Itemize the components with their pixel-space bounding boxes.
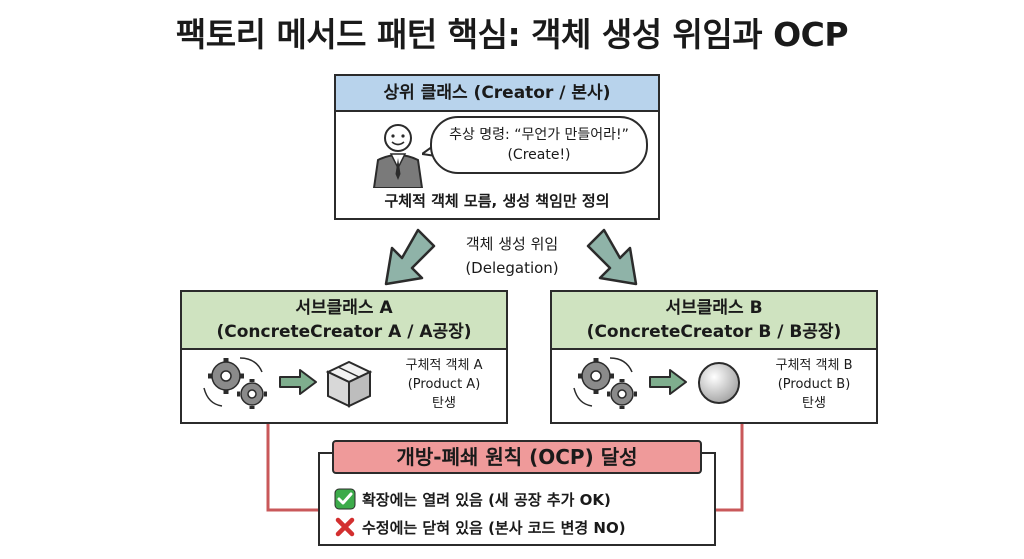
delegation-label: 객체 생성 위임 (Delegation) (437, 232, 587, 280)
speech-bubble: 추상 명령: “무언가 만들어라!” (Create!) (430, 116, 648, 174)
product-a-line2: (Product A) (407, 377, 481, 392)
product-b-line1: 구체적 객체 B (775, 358, 853, 373)
cross-icon (335, 517, 355, 537)
ocp-box: 개방-폐쇄 원칙 (OCP) 달성 확장에는 열려 있음 (새 공장 추가 OK… (318, 440, 716, 546)
delegation-en: (Delegation) (465, 259, 559, 277)
businessman-icon (372, 124, 424, 188)
ocp-header: 개방-폐쇄 원칙 (OCP) 달성 (332, 440, 702, 474)
ocp-open-line: 확장에는 열려 있음 (새 공장 추가 OK) (334, 488, 611, 510)
subclass-b-subtitle: (ConcreteCreator B / B공장) (586, 322, 842, 342)
creator-header: 상위 클래스 (Creator / 본사) (336, 76, 658, 112)
creator-footer: 구체적 객체 모름, 생성 책임만 정의 (384, 192, 610, 210)
product-a-line1: 구체적 객체 A (405, 358, 483, 373)
product-b-line3: 탄생 (802, 396, 826, 411)
right-arrow-icon (279, 369, 317, 395)
bubble-create: (Create!) (507, 147, 571, 163)
delegation-ko: 객체 생성 위임 (465, 235, 559, 253)
down-right-arrow-icon (586, 228, 638, 286)
gears-icon (573, 357, 637, 409)
right-arrow-icon (649, 369, 687, 395)
subclass-a-title: 서브클래스 A (295, 298, 393, 318)
subclass-a-subtitle: (ConcreteCreator A / A공장) (216, 322, 472, 342)
ocp-open-text: 확장에는 열려 있음 (새 공장 추가 OK) (362, 490, 611, 509)
subclass-b-header: 서브클래스 B (ConcreteCreator B / B공장) (552, 292, 876, 350)
check-icon (334, 488, 356, 510)
subclass-a-box: 서브클래스 A (ConcreteCreator A / A공장) 구체적 객체… (180, 290, 508, 424)
product-a-line3: 탄생 (432, 396, 456, 411)
gears-icon (203, 357, 267, 409)
bubble-command: 추상 명령: “무언가 만들어라!” (449, 127, 629, 143)
diagram-title: 팩토리 메서드 패턴 핵심: 객체 생성 위임과 OCP (175, 15, 849, 54)
box-icon (325, 360, 373, 408)
ocp-closed-line: 수정에는 닫혀 있음 (본사 코드 변경 NO) (334, 516, 626, 538)
down-left-arrow-icon (384, 228, 436, 286)
product-b-label: 구체적 객체 B (Product B) 탄생 (766, 356, 862, 413)
subclass-b-title: 서브클래스 B (665, 298, 763, 318)
product-b-line2: (Product B) (777, 377, 851, 392)
subclass-b-box: 서브클래스 B (ConcreteCreator B / B공장) (550, 290, 878, 424)
product-a-label: 구체적 객체 A (Product A) 탄생 (396, 356, 492, 413)
creator-box: 상위 클래스 (Creator / 본사) 추상 명령: “무언가 만들어라!”… (334, 74, 660, 220)
sphere-icon (698, 362, 740, 404)
subclass-a-header: 서브클래스 A (ConcreteCreator A / A공장) (182, 292, 506, 350)
ocp-closed-text: 수정에는 닫혀 있음 (본사 코드 변경 NO) (362, 518, 626, 537)
